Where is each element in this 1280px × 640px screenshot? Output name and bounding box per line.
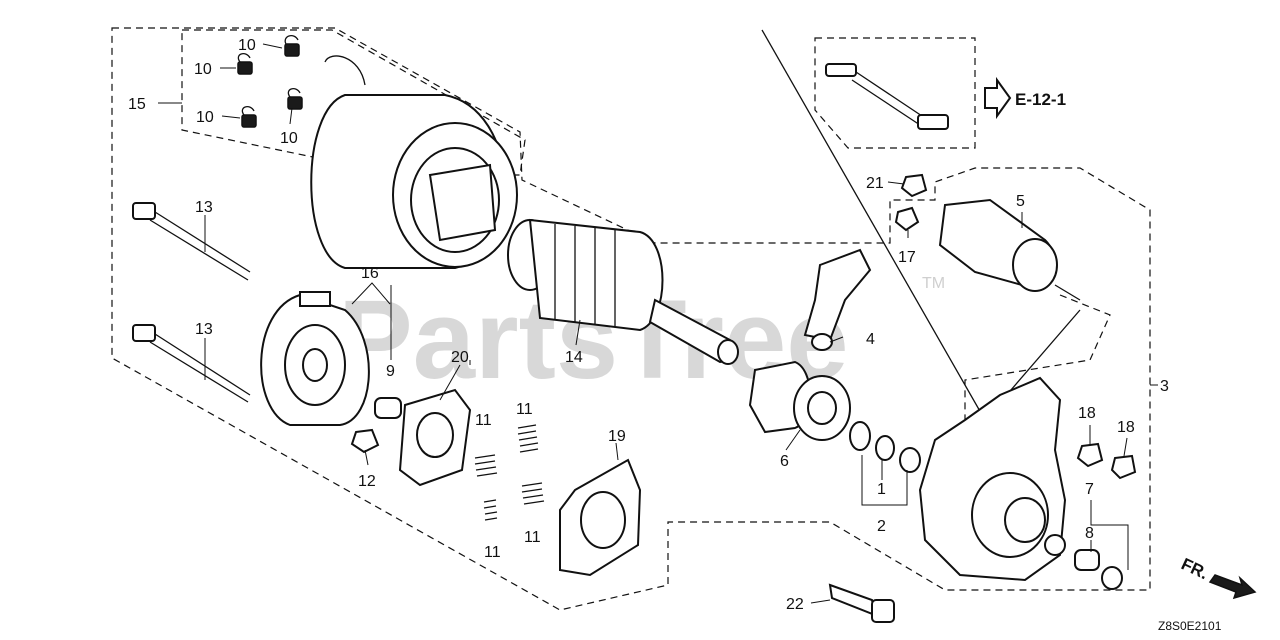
callout-1: 1: [877, 481, 886, 498]
rear-cover-part-16: [260, 291, 370, 426]
callout-18-a: 18: [1078, 405, 1096, 422]
callout-13-b: 13: [195, 321, 213, 338]
callout-4: 4: [866, 331, 875, 348]
callout-14: 14: [565, 349, 583, 366]
callout-22: 22: [786, 596, 804, 613]
callout-11-c: 11: [524, 529, 541, 546]
callout-18-b: 18: [1117, 419, 1135, 436]
reference-label: E-12-1: [1015, 90, 1066, 109]
callout-3: 3: [1160, 378, 1169, 395]
callout-8: 8: [1085, 525, 1094, 542]
callout-10-a: 10: [238, 37, 256, 54]
front-direction-label: FR.: [1178, 554, 1211, 583]
callout-16: 16: [361, 265, 379, 282]
callout-7: 7: [1085, 481, 1094, 498]
callout-12: 12: [358, 473, 376, 490]
callout-21: 21: [866, 175, 884, 192]
callout-11-d: 11: [484, 544, 501, 561]
callout-10-c: 10: [196, 109, 214, 126]
washer-set-part-1: [849, 421, 921, 473]
bushing-part-8: [1074, 549, 1123, 590]
armature-part-14: [507, 218, 739, 365]
callout-11-b: 11: [516, 401, 533, 418]
callout-2: 2: [877, 518, 886, 535]
through-bolt-reference: [825, 63, 949, 130]
assembly-outline: [111, 27, 1151, 611]
brush-group-outline: [181, 29, 526, 176]
through-bolt-part-13: [132, 202, 251, 403]
callout-10-b: 10: [194, 61, 212, 78]
callout-6: 6: [780, 453, 789, 470]
front-direction-arrow-icon: [1208, 574, 1257, 600]
guide-line-left: [761, 29, 986, 421]
spring-part-11: [474, 424, 545, 521]
brush-part-10: [237, 34, 303, 128]
shift-lever-part-4: [803, 248, 872, 351]
callout-19: 19: [608, 428, 626, 445]
callout-5: 5: [1016, 193, 1025, 210]
drawing-code: Z8S0E2101: [1158, 619, 1222, 633]
nut-part-12: [350, 428, 380, 454]
reference-arrow: [984, 76, 1012, 120]
leader-lines: [158, 43, 1158, 604]
callout-9: 9: [386, 363, 395, 380]
front-housing: [918, 376, 1067, 582]
pinion-gear-part-6: [748, 360, 851, 441]
callout-13-a: 13: [195, 199, 213, 216]
callout-17: 17: [898, 249, 916, 266]
solenoid-part-5: [938, 198, 1081, 301]
yoke-housing: [310, 55, 518, 269]
watermark-trademark: TM: [922, 275, 945, 292]
brush-holder-plate-part-20: [398, 388, 472, 487]
nut-part-18: [1076, 442, 1137, 480]
bushing-part-9: [374, 397, 402, 419]
bolt-part-22: [828, 583, 895, 623]
holder-part-19: [559, 458, 642, 577]
callout-15: 15: [128, 96, 146, 113]
callout-10-d: 10: [280, 130, 298, 147]
callout-11-a: 11: [475, 412, 492, 429]
callout-20: 20: [451, 349, 469, 366]
nut-part-17: [894, 206, 920, 232]
nut-part-21: [900, 173, 928, 198]
through-bolt-reference-outline: [814, 37, 976, 149]
